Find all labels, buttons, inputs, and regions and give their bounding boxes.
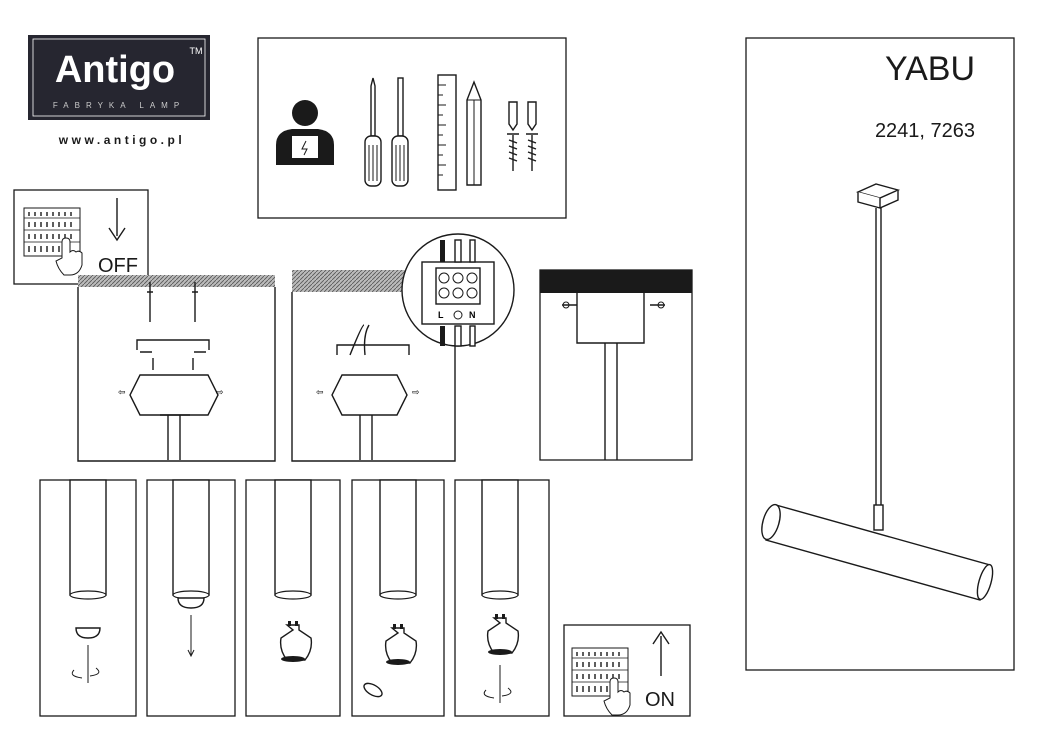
on-label: ON [645,689,675,711]
pencil-icon [466,80,482,186]
step-remove-cap [39,479,137,717]
lamp-illustration [761,183,994,601]
electrician-icon [276,100,334,165]
step-lower-cap [146,479,236,717]
step-bulb-cap [351,479,445,717]
arrow-down-icon [108,198,126,242]
step-insert-bulb [245,479,341,717]
logo-trademark: TM [190,46,203,56]
power-off-step: OFF [13,189,149,285]
terminal-block-detail: L N [401,233,515,347]
tools-panel [257,37,567,219]
product-codes: 2241, 7263 [875,120,975,142]
ruler-icon [437,74,457,191]
step-canopy-fix [539,269,693,461]
screws-and-dowels-icon [507,101,538,171]
terminal-live-label: L [438,310,444,320]
terminal-neutral-label: N [469,310,476,320]
step-twist-bulb [454,479,550,717]
off-label: OFF [98,255,138,277]
logo-tagline: FABRYKA LAMP [53,101,185,110]
power-on-step: ON [563,624,691,717]
product-panel: YABU 2241, 7263 [745,37,1015,671]
ground-icon [453,310,463,320]
arrow-up-icon [652,630,670,676]
step-mount-bracket: ⇦⇨ [77,275,276,462]
screwdrivers-icon [364,77,409,187]
svg-text:⇨: ⇨ [216,387,224,397]
website-url: www.antigo.pl [58,133,185,147]
svg-text:⇦: ⇦ [316,387,324,397]
svg-text:⇨: ⇨ [412,387,420,397]
logo-brand: Antigo [55,49,175,91]
product-name: YABU [885,50,975,88]
antigo-logo: Antigo TM FABRYKA LAMP [28,35,210,120]
svg-text:⇦: ⇦ [118,387,126,397]
